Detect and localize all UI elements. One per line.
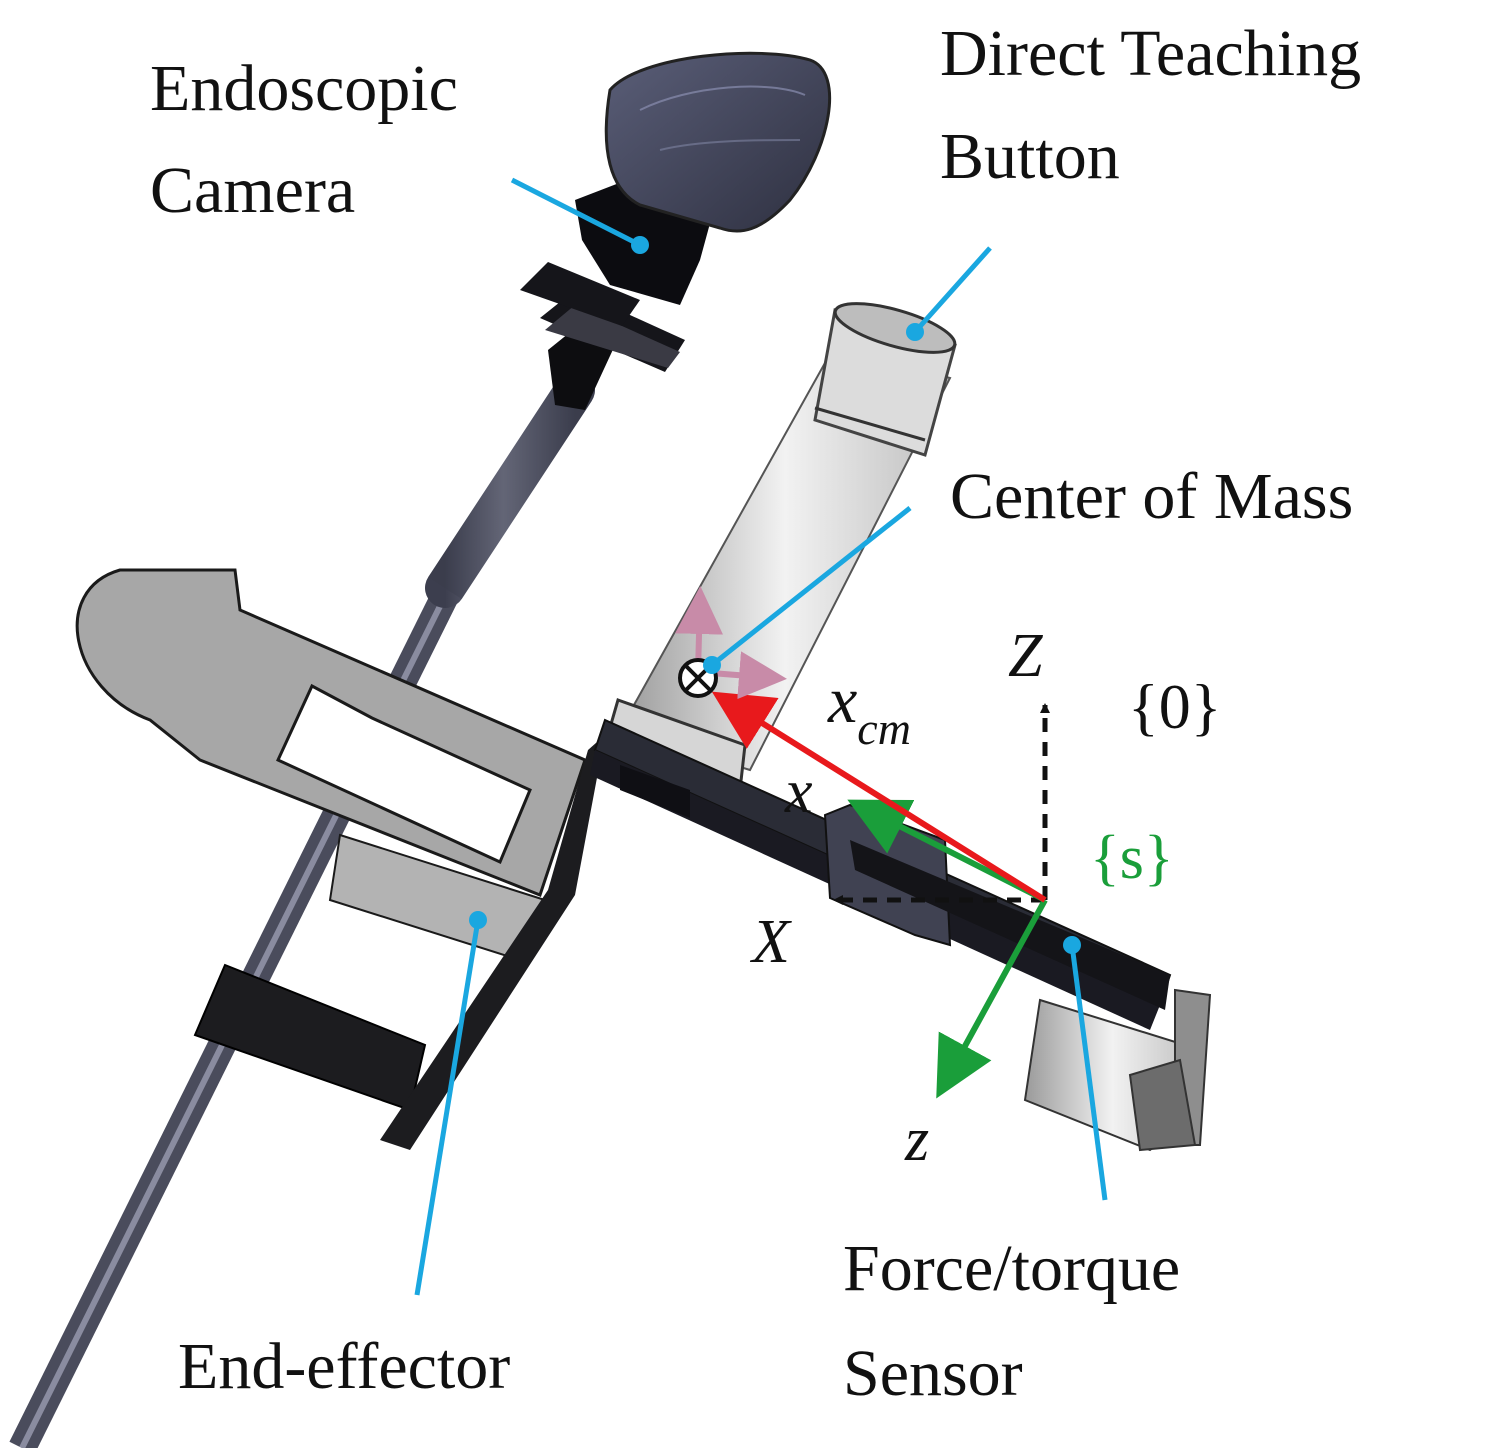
base-z-axis-label: Z (1008, 622, 1043, 690)
com-vector-subscript: cm (857, 703, 911, 754)
end-effector-gripper (75, 568, 605, 1150)
base-frame-axes (833, 703, 1050, 905)
sensor-x-axis-label: x (784, 758, 813, 826)
endoscopic-camera-label-line1: Endoscopic (150, 52, 458, 125)
direct-teaching-button-label-line1: Direct Teaching (940, 17, 1361, 90)
direct-teaching-button-label-line2: Button (940, 120, 1120, 193)
leader-lines (414, 177, 1108, 1296)
sensor-frame-label: {s} (1090, 824, 1174, 892)
leader-direct-teaching-button (906, 246, 992, 341)
force-torque-sensor-body (850, 840, 1212, 1152)
leader-end-effector (414, 911, 487, 1296)
base-frame-label: {0} (1128, 671, 1221, 742)
endoscopic-camera-body (520, 51, 832, 410)
leader-center-of-mass (703, 506, 912, 674)
leader-endoscopic-camera (510, 177, 649, 254)
endoscopic-camera-label-line2: Camera (150, 154, 355, 227)
force-torque-sensor-label-line1: Force/torque (843, 1232, 1180, 1305)
leader-force-torque-sensor (1063, 936, 1108, 1201)
base-x-axis-label: X (749, 908, 792, 976)
sensor-z-axis-label: z (904, 1106, 929, 1174)
end-effector-label: End-effector (178, 1330, 510, 1403)
com-vector-symbol: x (827, 664, 857, 737)
com-position-vector (711, 691, 1047, 903)
force-torque-sensor-label-line2: Sensor (843, 1337, 1023, 1410)
com-vector-label: xcm (827, 664, 911, 754)
center-of-mass-label: Center of Mass (950, 460, 1353, 533)
sensor-frame-axes (847, 799, 1048, 1099)
